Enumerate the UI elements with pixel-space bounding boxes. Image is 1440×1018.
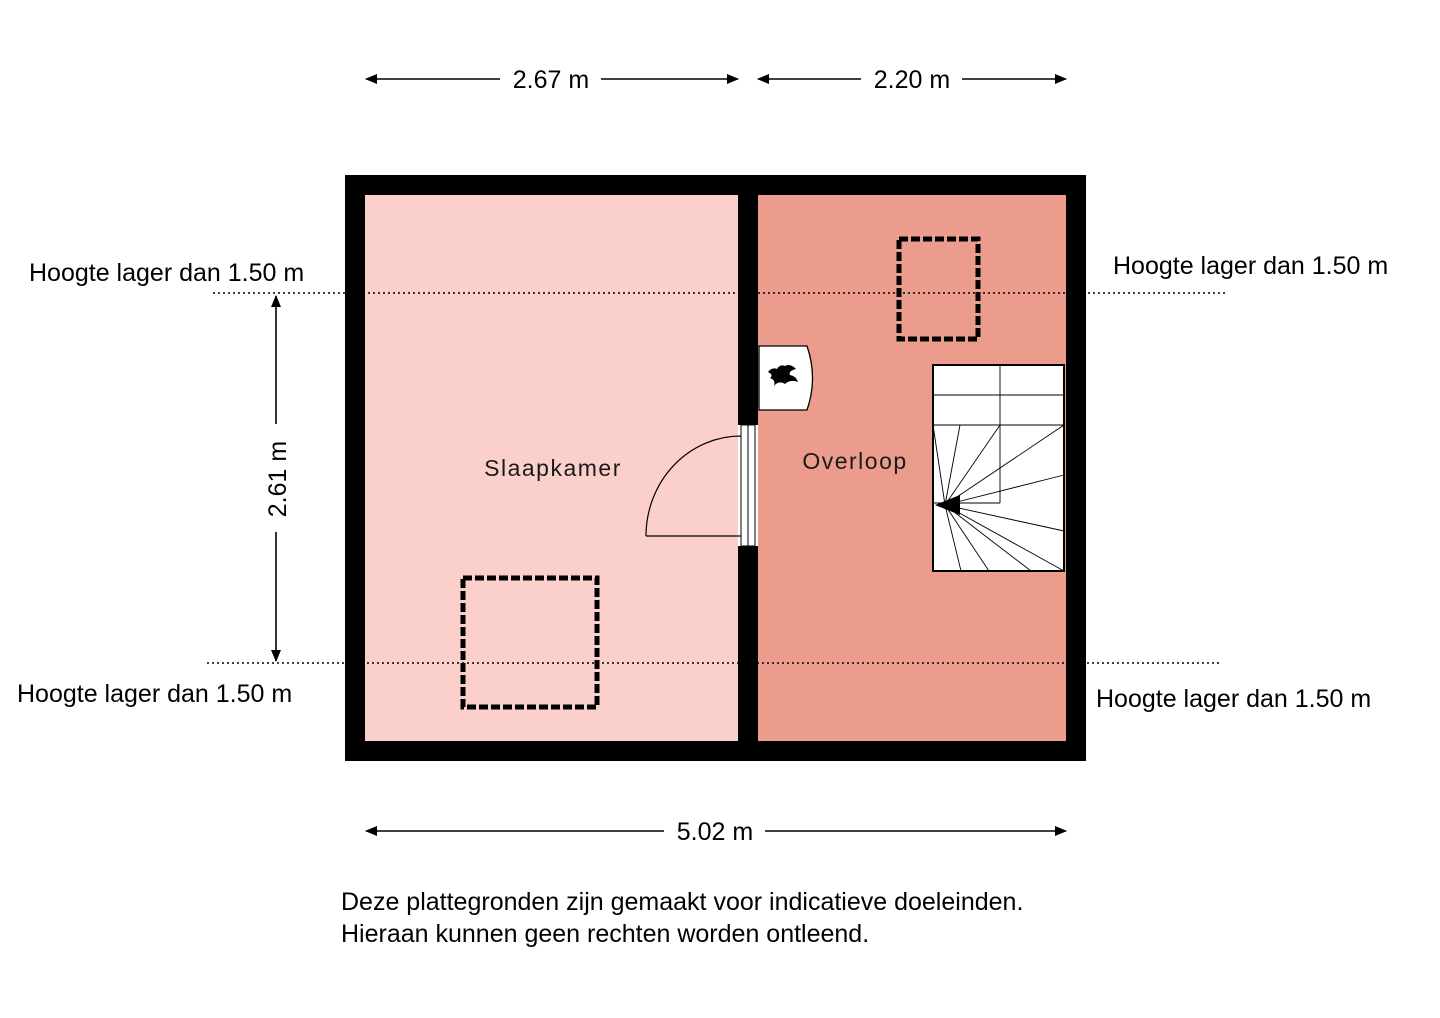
height-note-bottom-right: Hoogte lager dan 1.50 m (1096, 685, 1371, 713)
staircase-icon (932, 364, 1065, 572)
room-label-overloop: Overloop (802, 448, 907, 474)
dimension-top-right: 2.20 m (757, 66, 1067, 94)
height-note-top-right: Hoogte lager dan 1.50 m (1113, 252, 1388, 280)
interior-wall (738, 195, 758, 741)
disclaimer-line-2: Hieraan kunnen geen rechten worden ontle… (341, 920, 870, 948)
dimension-left-vertical: 2.61 m (264, 295, 292, 662)
skylight-icon (460, 575, 600, 710)
dimension-label: 5.02 m (677, 818, 753, 846)
disclaimer: Deze plattegronden zijn gemaakt voor ind… (341, 886, 1241, 950)
height-note-bottom-left: Hoogte lager dan 1.50 m (17, 680, 292, 708)
slaapkamer-area (365, 195, 738, 741)
dimension-top-left: 2.67 m (365, 66, 739, 94)
boiler-flame-icon (758, 345, 814, 411)
disclaimer-line-1: Deze plattegronden zijn gemaakt voor ind… (341, 888, 1024, 916)
dimension-label: 2.61 m (264, 441, 292, 517)
skylight-icon (896, 236, 981, 342)
outer-walls (345, 175, 1086, 761)
dimension-label: 2.20 m (874, 66, 950, 94)
dimension-label: 2.67 m (513, 66, 589, 94)
height-limit-lines (207, 292, 1226, 664)
height-note-top-left: Hoogte lager dan 1.50 m (29, 259, 304, 287)
door-swing-icon (645, 424, 756, 547)
dimension-bottom: 5.02 m (365, 818, 1067, 846)
room-label-slaapkamer: Slaapkamer (484, 455, 622, 481)
